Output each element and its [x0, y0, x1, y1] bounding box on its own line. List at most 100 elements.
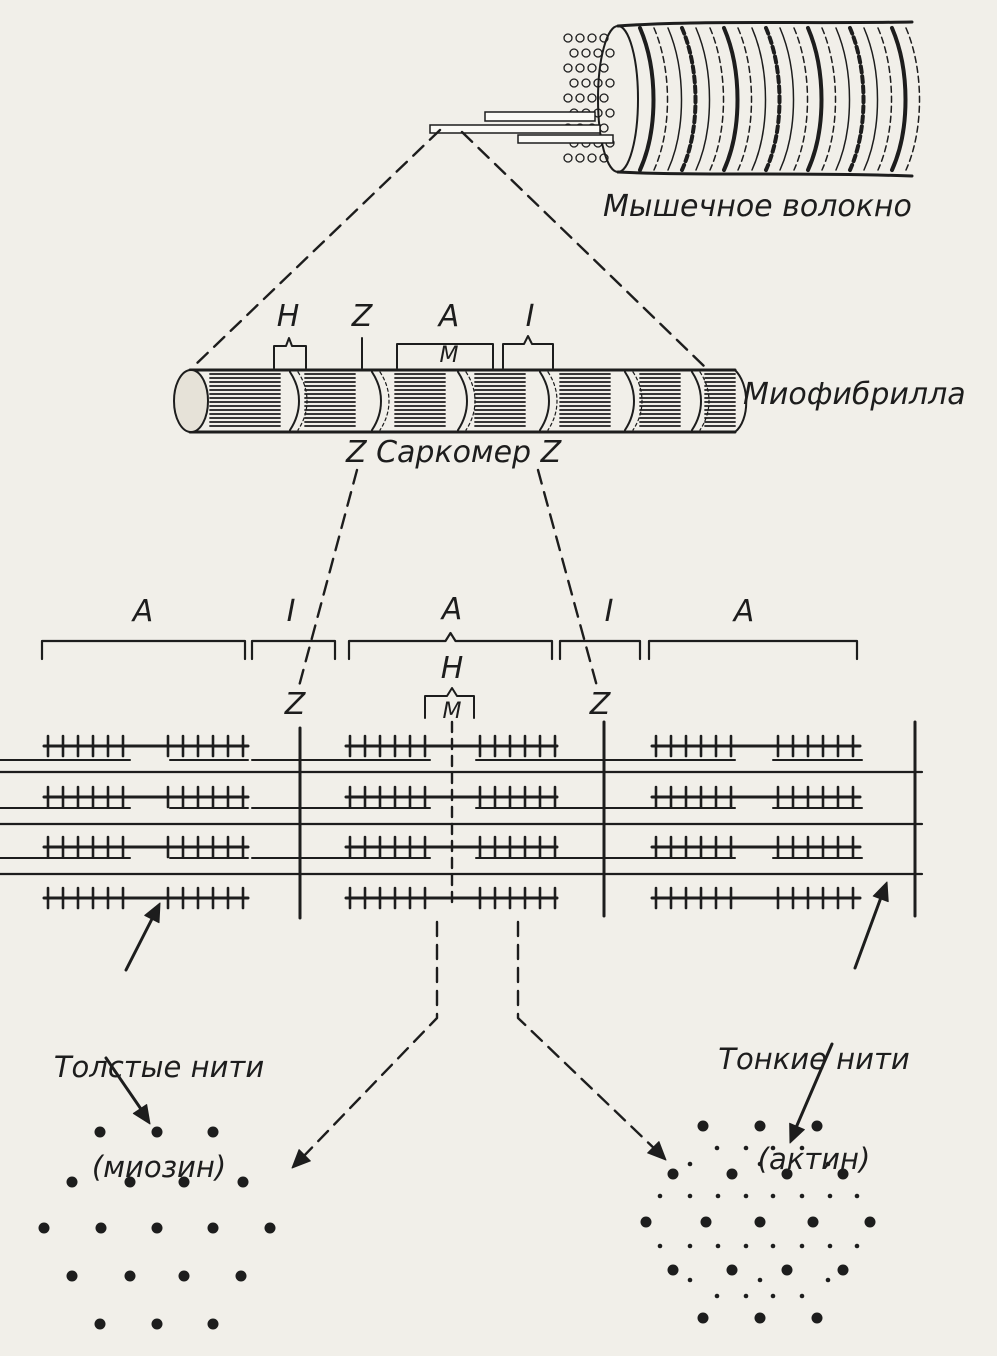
myosin-cross-section: [207, 1126, 219, 1138]
guide-right-sarcomere: [536, 468, 600, 692]
guide-left-top: [191, 128, 442, 369]
myofibril-label: Миофибрилла: [743, 377, 966, 412]
projection-left: [298, 920, 439, 1162]
band-a2-label: A: [441, 592, 463, 627]
myosin-cross-section: [781, 1264, 793, 1276]
fiber-fibril-dot: [587, 33, 597, 43]
actin-cross-section: [687, 1277, 693, 1283]
myofibril-i-band: [297, 371, 308, 431]
fiber-striation: [821, 27, 837, 171]
fiber-striation: [905, 27, 921, 171]
fiber-end-face: [597, 25, 639, 173]
myofibril-i-band: [691, 371, 702, 431]
top-h-label: H: [276, 299, 300, 334]
actin-cross-section: [770, 1193, 776, 1199]
myofibril-illustration: [173, 335, 748, 434]
cross-sections: [38, 1120, 876, 1330]
band-brackets: [40, 631, 859, 719]
actin-cross-section: [687, 1161, 693, 1167]
fiber-striation: [890, 26, 908, 172]
myosin-cross-section: [94, 1318, 106, 1330]
fiber-fibril-dot: [581, 48, 591, 58]
bracket-i1: [250, 639, 337, 661]
myosin-cross-section: [640, 1216, 652, 1228]
myosin-cross-section: [178, 1176, 190, 1188]
actin-cross-section: [827, 1243, 833, 1249]
thick-filaments-label: Толстые нити (миозин): [54, 984, 264, 1251]
fiber-striation: [806, 26, 824, 172]
arrow-actin-head: [789, 1122, 805, 1144]
myofibril-i-band: [699, 371, 710, 431]
actin-cross-section: [825, 1161, 831, 1167]
fiber-striation: [737, 27, 753, 171]
thin-filaments-title: Тонкие нити: [718, 1041, 910, 1076]
myofibril-i-band: [624, 371, 635, 431]
fiber-fibril-dot: [599, 63, 609, 73]
myosin-cross-section: [94, 1126, 106, 1138]
actin-cross-section: [714, 1293, 720, 1299]
zoom-guide-lines: [191, 128, 708, 692]
myosin-cross-section: [264, 1222, 276, 1234]
band-z1-label: Z: [284, 687, 306, 722]
fiber-bottom-edge: [616, 170, 914, 178]
fiber-fibril-dot: [563, 33, 573, 43]
actin-cross-section: [715, 1193, 721, 1199]
arrow-thin-shaft: [853, 890, 885, 970]
myosin-cross-section: [95, 1222, 107, 1234]
myosin-cross-section: [811, 1120, 823, 1132]
myosin-cross-section: [207, 1318, 219, 1330]
band-z2-label: Z: [589, 687, 611, 722]
top-a-bracket: [396, 343, 494, 369]
actin-cross-section: [687, 1193, 693, 1199]
arrow-myosin-shaft: [104, 1056, 145, 1114]
myosin-cross-section: [697, 1120, 709, 1132]
band-i1-label: I: [286, 594, 296, 629]
actin-cross-section: [799, 1243, 805, 1249]
thick-filaments-title: Толстые нити: [53, 1049, 265, 1084]
myosin-cross-section: [207, 1222, 219, 1234]
fiber-fibril-dot: [575, 153, 585, 163]
actin-cross-section: [743, 1145, 749, 1151]
fiber-fibril-dot: [569, 78, 579, 88]
bracket-a1: [40, 639, 247, 661]
fiber-striation: [667, 27, 683, 171]
arrow-thick-shaft: [124, 911, 157, 972]
top-i-bracket: [502, 335, 554, 369]
bracket-i2: [558, 639, 642, 661]
fiber-striation: [835, 27, 851, 171]
myofibril-i-band: [465, 371, 476, 431]
fiber-fibril-dot: [605, 78, 615, 88]
fiber-striation: [877, 27, 893, 171]
myosin-cross-section: [178, 1270, 190, 1282]
fiber-fibril-dot: [599, 33, 609, 43]
actin-cross-section: [743, 1193, 749, 1199]
top-h-bracket: [273, 337, 307, 369]
myofibril-i-band: [379, 371, 390, 431]
fiber-fibril-dot: [563, 153, 573, 163]
fiber-striation: [793, 27, 809, 171]
myosin-cross-section: [151, 1318, 163, 1330]
fiber-fibril-dot: [581, 78, 591, 88]
actin-cross-section: [854, 1243, 860, 1249]
myosin-cross-section: [66, 1270, 78, 1282]
band-a1-label: A: [132, 594, 154, 629]
fiber-fibril-dot: [587, 153, 597, 163]
arrow-actin-shaft: [793, 1042, 834, 1132]
actin-cross-section: [757, 1161, 763, 1167]
myosin-cross-section: [667, 1264, 679, 1276]
myofibril-i-band: [632, 371, 643, 431]
fiber-rod: [484, 111, 596, 122]
myosin-cross-section: [754, 1312, 766, 1324]
actin-cross-section: [714, 1145, 720, 1151]
actin-cross-section: [799, 1293, 805, 1299]
actin-cross-section: [854, 1193, 860, 1199]
actin-cross-section: [799, 1145, 805, 1151]
actin-cross-section: [757, 1277, 763, 1283]
guide-left-sarcomere: [296, 468, 359, 692]
fiber-fibril-dot: [593, 48, 603, 58]
myosin-cross-section: [124, 1270, 136, 1282]
fiber-fibril-dot: [599, 153, 609, 163]
myofibril-i-band: [289, 371, 300, 431]
